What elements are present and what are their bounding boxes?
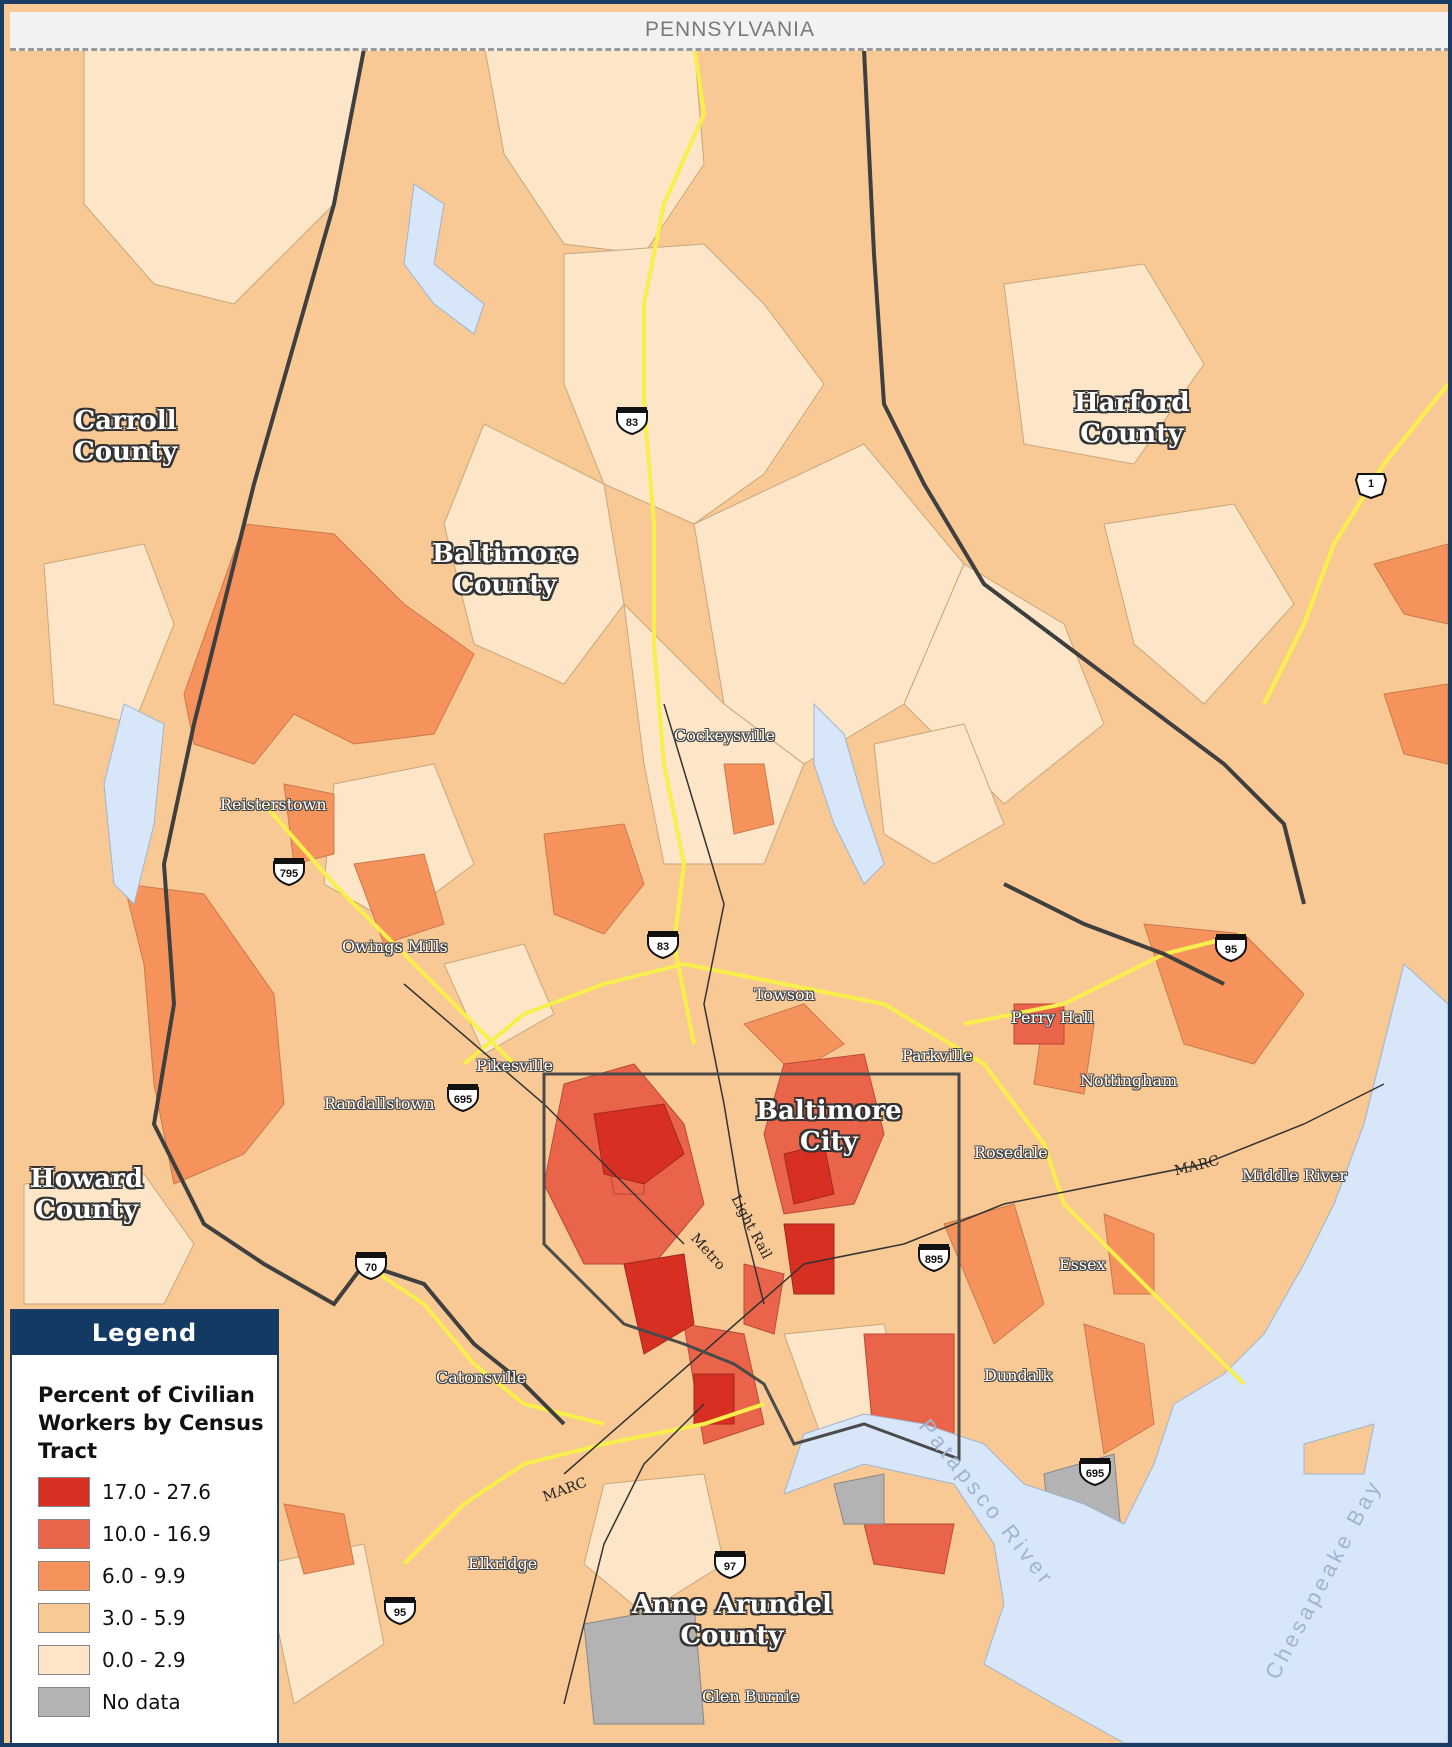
interstate-shield-icon: 95 [1214, 932, 1248, 962]
tracts-17-27-6 [593, 1103, 835, 1425]
legend-swatch [38, 1687, 90, 1717]
legend-item: No data [38, 1687, 277, 1717]
water-bodies [103, 183, 1448, 1743]
legend-swatch [38, 1645, 90, 1675]
legend-swatch [38, 1477, 90, 1507]
interstate-shield-icon: 695 [446, 1082, 480, 1112]
legend-label: 0.0 - 2.9 [102, 1648, 186, 1672]
legend-panel: Legend Percent of Civilian Workers by Ce… [10, 1309, 279, 1743]
place-label: Reisterstown [220, 795, 327, 814]
place-label: Nottingham [1080, 1071, 1178, 1090]
interstate-shield-icon: 83 [646, 929, 680, 959]
tracts-6-9-9 [123, 523, 1448, 1575]
us-route-shield-icon: 1 [1354, 470, 1388, 500]
place-label: Essex [1059, 1255, 1106, 1274]
interstate-shield-icon: 70 [354, 1250, 388, 1280]
place-label: Rosedale [974, 1143, 1048, 1162]
legend-label: 6.0 - 9.9 [102, 1564, 186, 1588]
place-label: Catonsville [436, 1368, 527, 1387]
baltimore-city-boundary [542, 1072, 961, 1462]
county-borders [151, 48, 1306, 1426]
legend-label: 10.0 - 16.9 [102, 1522, 211, 1546]
legend-swatch [38, 1603, 90, 1633]
legend-item: 6.0 - 9.9 [38, 1561, 277, 1591]
state-label: PENNSYLVANIA [645, 18, 815, 41]
legend-header: Legend [12, 1311, 277, 1355]
legend-item: 10.0 - 16.9 [38, 1519, 277, 1549]
legend-label: No data [102, 1690, 181, 1714]
place-label: Cockeysville [674, 726, 776, 745]
place-label: Elkridge [468, 1554, 538, 1573]
legend-swatch [38, 1519, 90, 1549]
legend-item: 0.0 - 2.9 [38, 1645, 277, 1675]
interstate-shield-icon: 795 [272, 856, 306, 886]
place-label: Owings Mills [342, 937, 448, 956]
legend-label: 17.0 - 27.6 [102, 1480, 211, 1504]
state-boundary-band: PENNSYLVANIA [10, 12, 1448, 51]
place-label: Randallstown [324, 1094, 435, 1113]
highways [262, 43, 1448, 1566]
place-label: Glen Burnie [702, 1687, 800, 1706]
interstate-shield-icon: 95 [383, 1595, 417, 1625]
interstate-shield-icon: 695 [1078, 1456, 1112, 1486]
legend-label: 3.0 - 5.9 [102, 1606, 186, 1630]
place-label: Towson [754, 985, 815, 1004]
place-label: Parkville [902, 1046, 973, 1065]
interstate-shield-icon: 97 [713, 1549, 747, 1579]
legend-swatch [38, 1561, 90, 1591]
place-label: Pikesville [476, 1056, 554, 1075]
legend-item: 3.0 - 5.9 [38, 1603, 277, 1633]
place-label: Perry Hall [1011, 1008, 1094, 1027]
place-label: Middle River [1242, 1166, 1347, 1185]
legend-item: 17.0 - 27.6 [38, 1477, 277, 1507]
interstate-shield-icon: 895 [917, 1242, 951, 1272]
place-label: Dundalk [984, 1366, 1053, 1385]
interstate-shield-icon: 83 [615, 405, 649, 435]
legend-title: Percent of Civilian Workers by Census Tr… [38, 1383, 264, 1463]
